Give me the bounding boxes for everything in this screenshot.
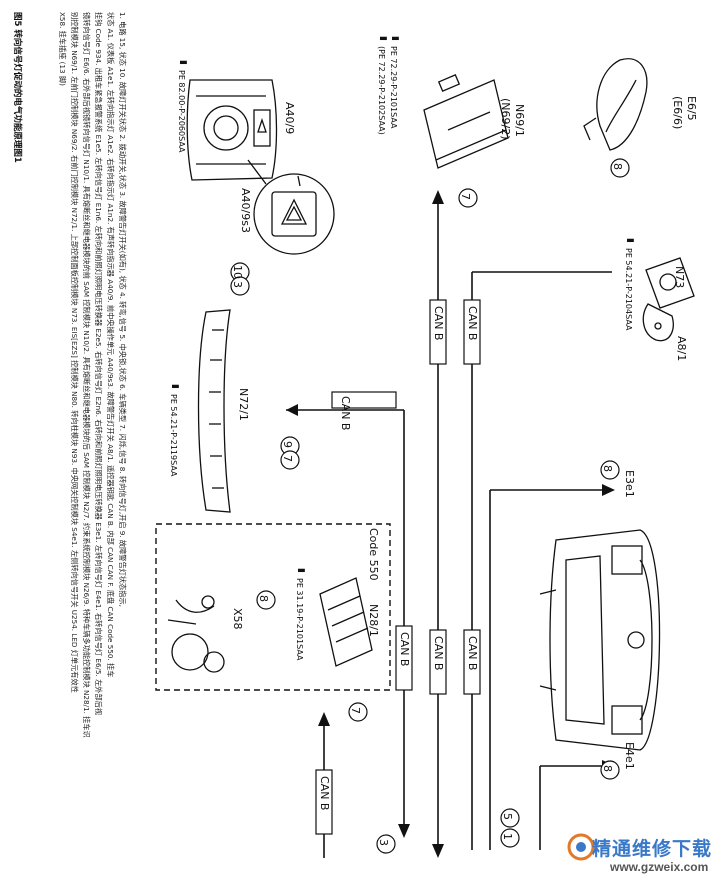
callout-3-a40: 3 xyxy=(231,281,244,288)
watermark: 精通维修下载 www.gzweix.com xyxy=(566,826,722,880)
label-e6-6: (E6/6) xyxy=(671,96,684,130)
callout-3-bottom: 3 xyxy=(377,839,390,846)
book-icon: ▮ xyxy=(625,238,635,243)
label-a40-9: A40/9 xyxy=(283,102,296,135)
ref-pe-n69-b: (PE 72.29-P-2102SAA) xyxy=(377,46,386,135)
label-code-550: Code 550 xyxy=(367,528,380,581)
can-b-label: CAN B xyxy=(466,636,479,671)
ref-pe-n72: PE 54.21-P-2119SAA xyxy=(169,394,178,477)
watermark-text: 精通维修下载 xyxy=(592,838,713,860)
watermark-url: www.gzweix.com xyxy=(610,860,709,874)
callout-9: 9 xyxy=(281,441,294,448)
caption-line-2: 状态 A1. 仪表板 A1e1. 左转向指示灯 A1e2. 右转向指示灯 A1n… xyxy=(106,12,115,678)
book-icon: ▮ xyxy=(170,384,180,389)
label-n73: N73 xyxy=(673,266,686,289)
label-n69-2: (N69/2) xyxy=(499,98,512,140)
can-b-label: CAN B xyxy=(339,396,352,431)
number-circles xyxy=(230,158,630,854)
label-e3e1: E3e1 xyxy=(623,470,636,498)
callout-5: 5 xyxy=(501,813,514,820)
figure-title: 图5 转向信号灯促动的电气功能原理图1 xyxy=(12,12,22,163)
label-a8-1: A8/1 xyxy=(675,336,688,362)
callout-7-n72: 7 xyxy=(281,455,294,462)
callout-8-e3e1: 8 xyxy=(601,465,614,472)
a40-9-unit-drawing xyxy=(186,79,278,181)
callout-10: 10 xyxy=(231,265,244,279)
label-e6-5: E6/5 xyxy=(685,96,698,121)
arrowheads xyxy=(286,190,615,858)
label-n72-1: N72/1 xyxy=(237,388,250,421)
caption-line-3: 挂钩 Code 934. 出租车紧急报警系统 E1e5. 左转向信号灯 E1n6… xyxy=(94,12,103,716)
caption-line-6: X58. 挂车插座 (13 脚) xyxy=(58,12,67,86)
x58-socket-drawing xyxy=(167,595,225,673)
callout-8-mirror: 8 xyxy=(611,163,624,170)
ref-pe-n69-a: PE 72.29-P-2101SAA xyxy=(389,46,398,129)
label-n69-1: N69/1 xyxy=(513,104,526,137)
caption-line-4: 镜转向信号灯 E6/6. 右外部后视镜转向信号灯 N10/1. 具有熔断丝和继电… xyxy=(82,12,91,738)
ref-pe-n28: PE 31.19-P-2101SAA xyxy=(295,578,304,661)
hazard-switch-drawing xyxy=(247,159,335,255)
ref-pe-a40: PE 82.00-P-2060SAA xyxy=(177,70,186,153)
can-b-label: CAN B xyxy=(432,636,445,671)
can-b-label: CAN B xyxy=(318,776,331,811)
n72-panel-drawing xyxy=(197,309,231,513)
n69-module-drawing xyxy=(423,74,509,169)
callout-1: 1 xyxy=(501,833,514,840)
can-b-label: CAN B xyxy=(466,306,479,341)
watermark-logo-icon xyxy=(567,833,595,861)
code-550-frame xyxy=(155,523,391,691)
can-bus-lines xyxy=(286,196,612,858)
mirror-e6-5-drawing xyxy=(583,58,648,151)
n73-ignition-drawing xyxy=(642,257,695,342)
caption-line-5: 别控制模块 N69/1. 左前门控制模块 N69/2. 右前门控制模块 N72/… xyxy=(70,12,79,693)
book-icon: ▮ xyxy=(296,568,306,573)
callout-8-e4e1: 8 xyxy=(601,765,614,772)
label-a40-9s3: A40/9s3 xyxy=(239,188,252,233)
book-icon: ▮ xyxy=(378,36,388,41)
can-b-boxes xyxy=(315,299,481,835)
n28-module-drawing xyxy=(319,577,373,667)
callout-7-n69: 7 xyxy=(459,193,472,200)
can-b-label: CAN B xyxy=(398,632,411,667)
label-n28-1: N28/1 xyxy=(367,604,380,637)
caption-line-1: 1. 电路 15, 状态 10. 故障灯开关状态 2. 拨动开关,状态 3. 故… xyxy=(118,12,127,607)
car-front-drawing xyxy=(539,529,661,751)
can-b-label: CAN B xyxy=(432,306,445,341)
book-icon: ▮ xyxy=(390,36,400,41)
ref-pe-n73: PE 54.21-P-2104SAA xyxy=(624,248,633,331)
label-x58: X58 xyxy=(231,608,244,630)
book-icon: ▮ xyxy=(178,60,188,65)
callout-7-code550: 7 xyxy=(349,707,362,714)
label-e4e1: E4e1 xyxy=(623,742,636,770)
callout-8-x58: 8 xyxy=(257,595,270,602)
